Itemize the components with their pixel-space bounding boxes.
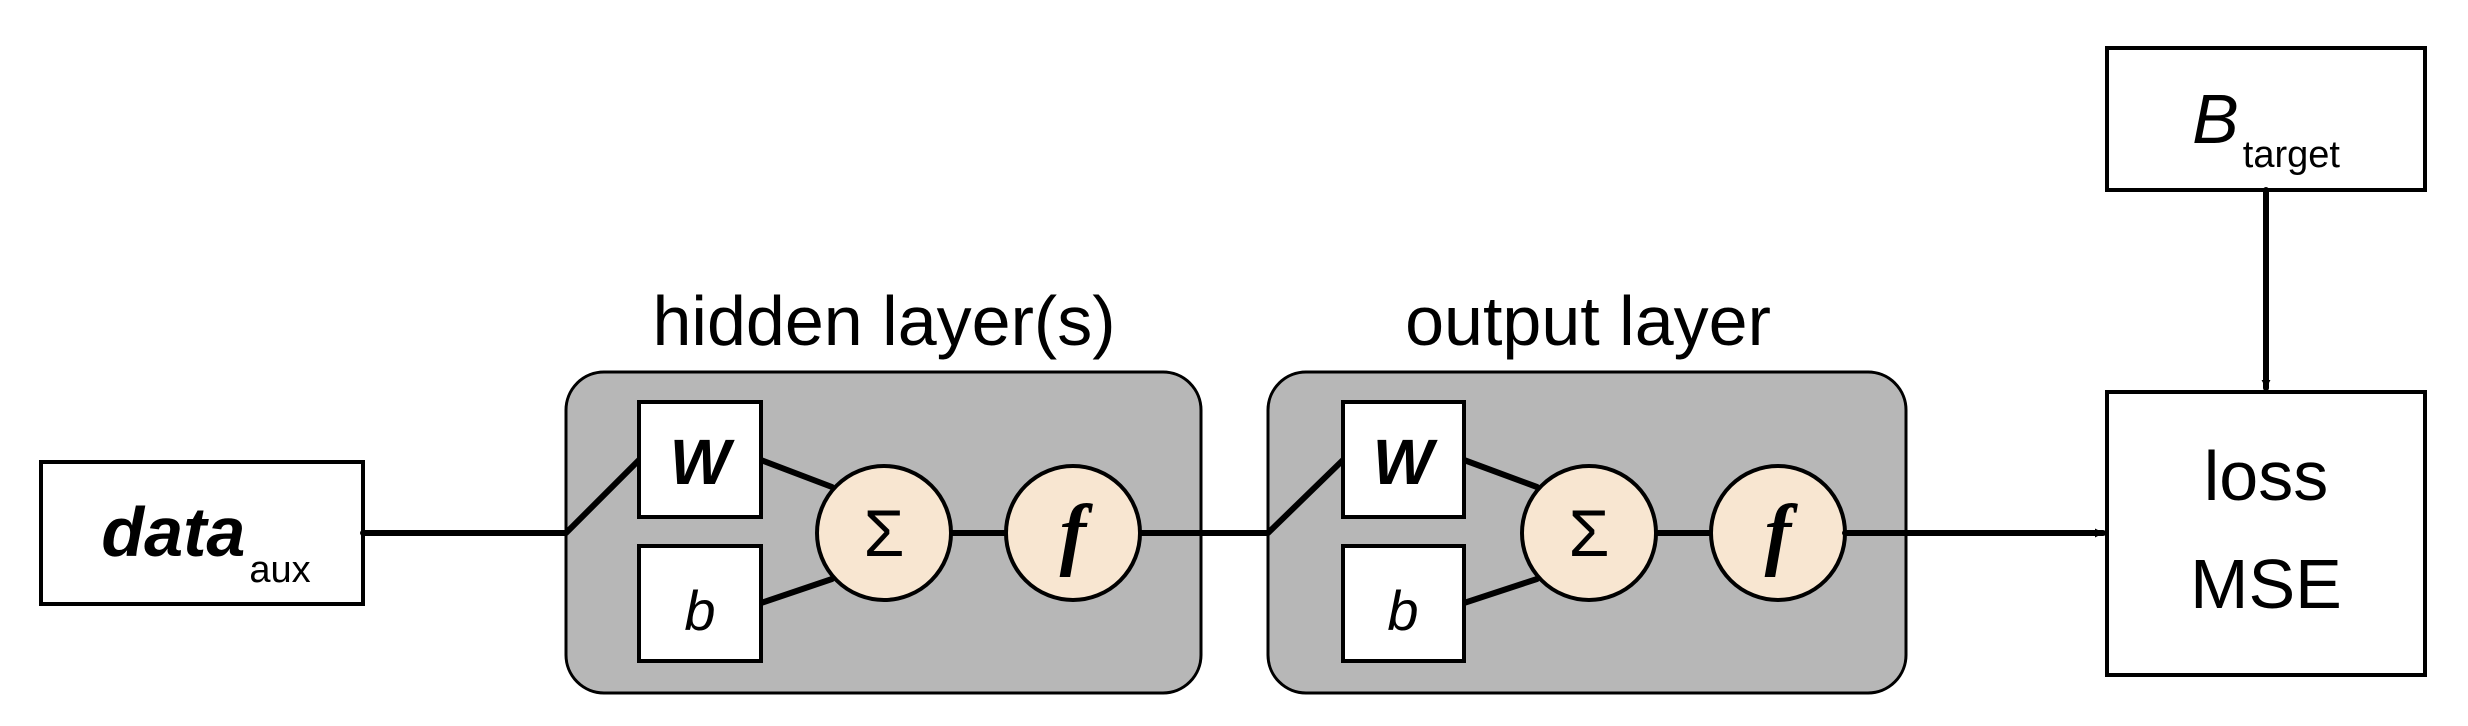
output-sum-node: [1520, 464, 1658, 602]
input-label-sub: aux: [249, 549, 310, 591]
output-weight-label: W: [1373, 426, 1438, 498]
hidden-activation-node: [1004, 464, 1142, 602]
loss-box: [2105, 390, 2427, 677]
input-box: [39, 460, 365, 606]
output-layer-group: output layer W b Σ f: [1265, 282, 1908, 695]
output-weight-box: [1341, 400, 1466, 519]
output-line-b-to-sum: [1461, 576, 1540, 606]
output-sum-label: Σ: [1569, 496, 1610, 570]
output-line-in-to-w: [1265, 457, 1346, 536]
input-label-main: data: [101, 493, 245, 571]
hidden-layer-title: hidden layer(s): [653, 282, 1116, 360]
output-bias-label: b: [1387, 579, 1418, 642]
hidden-line-w-to-sum: [758, 457, 835, 490]
target-label-main: B: [2192, 80, 2239, 158]
hidden-bias-box: [637, 544, 763, 663]
hidden-sum-node: [815, 464, 953, 602]
hidden-sum-label: Σ: [864, 496, 905, 570]
loss-label-line2: MSE: [2190, 545, 2342, 623]
output-line-w-to-sum: [1461, 457, 1540, 490]
loss-label-line1: loss: [2204, 437, 2328, 515]
hidden-weight-box: [637, 400, 763, 519]
output-bias-box: [1341, 544, 1466, 663]
target-label-sub: target: [2243, 134, 2341, 176]
target-box: [2105, 46, 2427, 192]
hidden-line-in-to-w: [563, 457, 642, 536]
hidden-line-b-to-sum: [758, 576, 835, 606]
hidden-bias-label: b: [684, 579, 715, 642]
hidden-weight-label: W: [670, 426, 735, 498]
hidden-layer-group: hidden layer(s) W b Σ f: [563, 282, 1271, 695]
output-layer-title: output layer: [1405, 282, 1771, 360]
